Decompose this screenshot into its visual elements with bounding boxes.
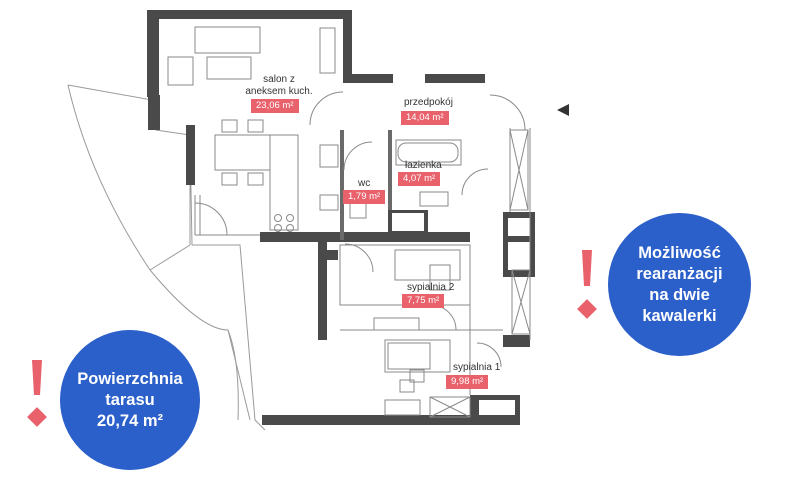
rearrangement-callout: Możliwość rearanżacji na dwie kawalerki (608, 213, 751, 356)
room-name-salon: salon z aneksem kuch. (245, 74, 313, 97)
terrace-area-text: Powierzchnia tarasu 20,74 m² (77, 369, 183, 430)
area-badge-lazienka: 4,07 m² (398, 172, 441, 186)
interior-lines (194, 128, 531, 418)
room-name-wc: wc (358, 178, 371, 189)
terrace-area-callout: Powierzchnia tarasu 20,74 m² (60, 330, 200, 470)
walls (147, 10, 535, 425)
room-name-sypialnia1: sypialnia 1 (453, 362, 501, 373)
area-badge-salon: 23,06 m² (251, 99, 299, 113)
rearrangement-text: Możliwość rearanżacji na dwie kawalerki (636, 243, 723, 325)
area-badge-sypialnia1: 9,98 m² (446, 375, 489, 389)
area-badge-przedpokoj: 14,04 m² (401, 111, 449, 125)
exclamation-icon (27, 360, 47, 427)
area-badge-sypialnia2: 7,75 m² (402, 294, 445, 308)
entrance-arrow-icon (557, 104, 569, 116)
area-badge-wc: 1,79 m² (343, 190, 386, 204)
room-name-lazienka: łazienka (405, 160, 442, 171)
room-name-sypialnia2: sypialnia 2 (407, 282, 455, 293)
furniture (167, 26, 526, 416)
exclamation-icon (577, 250, 597, 319)
room-name-przedpokoj: przedpokój (404, 97, 453, 108)
